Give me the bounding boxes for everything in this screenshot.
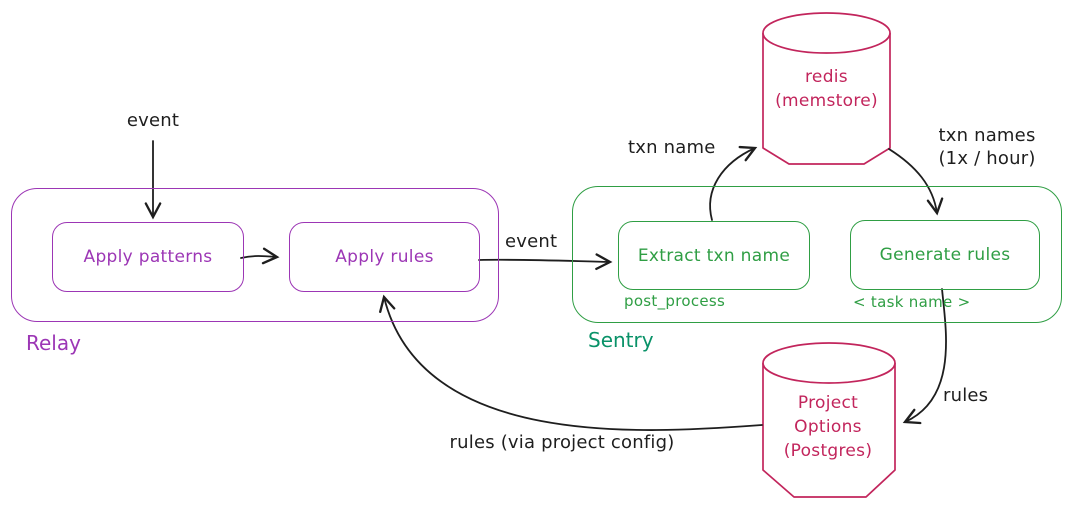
node-apply-patterns: Apply patterns <box>52 222 244 292</box>
generate-sublabel-task-name: < task name > <box>853 293 971 311</box>
redis-cylinder-body <box>762 33 891 165</box>
project-options-store-label-line1: Project <box>797 393 859 413</box>
project-options-store-label-line3: (Postgres) <box>783 440 873 461</box>
project-options-cylinder-body <box>762 363 896 498</box>
redis-store-label-line2: (memstore) <box>775 90 878 111</box>
redis-cylinder <box>762 12 891 165</box>
project-options-cylinder-top <box>762 342 896 384</box>
arrow-extract-to-redis <box>709 145 758 221</box>
node-generate-rules-label: Generate rules <box>879 245 1011 265</box>
arrow-event-to-sentry <box>478 253 613 271</box>
edge-label-event-in: event <box>126 110 180 131</box>
edge-label-txn-names: txn names (1x / hour) <box>924 125 1050 170</box>
edge-label-txn-names-line2: (1x / hour) <box>938 147 1036 169</box>
project-options-cylinder <box>762 342 896 498</box>
node-apply-patterns-label: Apply patterns <box>83 247 213 267</box>
edge-label-rules: rules <box>943 385 989 406</box>
relay-title: Relay <box>26 331 81 355</box>
arrow-redis-to-generate <box>888 148 944 216</box>
redis-store-label: redis (memstore) <box>761 66 892 114</box>
edge-label-txn-names-line1: txn names <box>938 125 1036 146</box>
project-options-store-label: Project Options (Postgres) <box>761 392 895 463</box>
sentry-container <box>572 186 1062 323</box>
sentry-title: Sentry <box>588 328 654 352</box>
redis-cylinder-top <box>762 12 891 54</box>
node-extract-txn-name: Extract txn name <box>618 221 810 290</box>
relay-container <box>11 188 499 322</box>
node-generate-rules: Generate rules <box>850 220 1040 290</box>
project-options-store-label-line2: Options <box>794 416 862 437</box>
node-apply-rules: Apply rules <box>289 222 480 292</box>
extract-sublabel-post-process: post_process <box>624 292 726 310</box>
redis-store-label-line1: redis <box>805 67 848 87</box>
edge-label-txn-name: txn name <box>628 137 716 158</box>
edge-label-rules-via-project-config: rules (via project config) <box>449 432 675 453</box>
arrow-project-options-to-apply-rules <box>379 294 763 431</box>
arrow-generate-to-project-options <box>902 288 947 425</box>
edge-label-event-to-sentry: event <box>505 231 558 252</box>
node-extract-txn-name-label: Extract txn name <box>637 245 791 266</box>
arrow-patterns-to-rules <box>240 247 280 265</box>
node-apply-rules-label: Apply rules <box>335 247 434 267</box>
